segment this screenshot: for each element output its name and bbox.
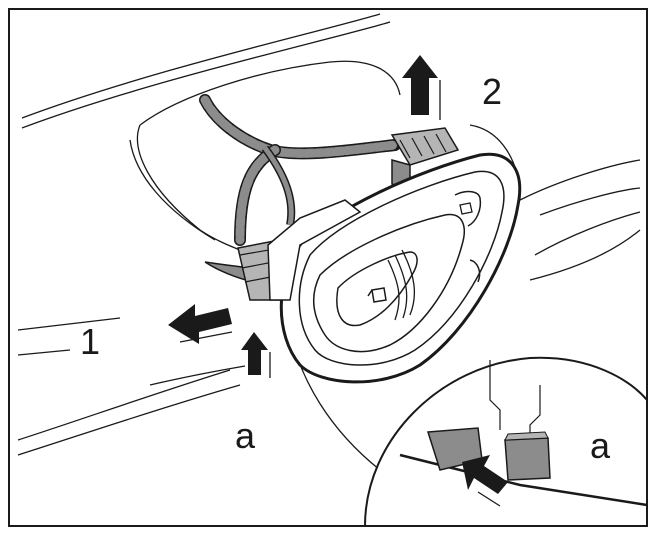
label-step-2: 2: [482, 71, 502, 112]
detail-inset: [363, 356, 648, 527]
label-detail-a-inset: a: [590, 425, 611, 466]
wiring-harness: [199, 94, 401, 246]
lock-switch-icon: [454, 190, 482, 283]
arrow-up-icon: [402, 55, 441, 120]
arrow-up-small-icon: [241, 332, 271, 378]
label-step-1: 1: [80, 321, 100, 362]
switch-module: [267, 152, 522, 384]
arrow-left-icon: [168, 304, 233, 344]
label-detail-a: a: [235, 415, 256, 456]
door-trim-lines: [17, 13, 641, 471]
